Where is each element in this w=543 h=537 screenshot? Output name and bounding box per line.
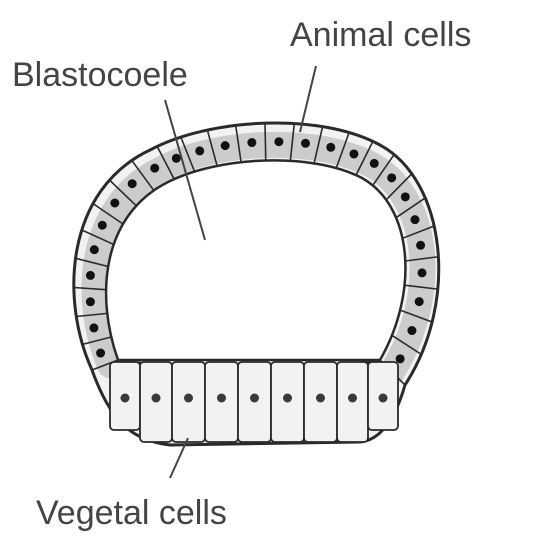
animal-cell-nucleus — [128, 179, 137, 188]
animal-cell-nucleus — [396, 354, 405, 363]
vegetal-cell-nucleus — [283, 394, 292, 403]
animal-cell-nucleus — [96, 349, 105, 358]
animal-cell-nucleus — [301, 139, 310, 148]
animal-cell-nucleus — [410, 215, 419, 224]
animal-cell-nucleus — [86, 271, 95, 280]
animal-cell-nucleus — [349, 149, 358, 158]
vegetal-cell-nucleus — [316, 394, 325, 403]
animal-cell-nucleus — [195, 146, 204, 155]
vegetal-cell-nucleus — [121, 394, 130, 403]
animal-cell-nucleus — [326, 143, 335, 152]
animal-cell-wall — [265, 123, 266, 160]
animal-cell-nucleus — [370, 159, 379, 168]
vegetal-cell-nucleus — [184, 394, 193, 403]
leader-animal-cells — [300, 66, 316, 132]
animal-cell-nucleus — [86, 297, 95, 306]
animal-cell-nucleus — [221, 141, 230, 150]
label-animal-cells: Animal cells — [290, 16, 471, 54]
vegetal-cell-nucleus — [250, 394, 259, 403]
animal-cell-nucleus — [89, 323, 98, 332]
animal-cell-nucleus — [415, 297, 424, 306]
animal-cell-nucleus — [407, 326, 416, 335]
label-blastocoele: Blastocoele — [12, 56, 188, 94]
animal-cell-nucleus — [172, 154, 181, 163]
animal-cell-nucleus — [90, 245, 99, 254]
animal-cell-nucleus — [150, 164, 159, 173]
embryo-body — [74, 123, 439, 445]
vegetal-cell-nucleus — [217, 394, 226, 403]
animal-cell-nucleus — [247, 138, 256, 147]
vegetal-cell-nucleus — [379, 394, 388, 403]
animal-cell-nucleus — [418, 268, 427, 277]
animal-cell-nucleus — [387, 173, 396, 182]
vegetal-cells-group — [110, 362, 398, 442]
animal-cell-nucleus — [98, 221, 107, 230]
animal-cell-nucleus — [110, 199, 119, 208]
vegetal-cell-nucleus — [348, 394, 357, 403]
animal-cell-nucleus — [274, 137, 283, 146]
animal-cell-nucleus — [401, 192, 410, 201]
vegetal-cell-nucleus — [152, 394, 161, 403]
animal-cell-nucleus — [416, 241, 425, 250]
label-vegetal-cells: Vegetal cells — [36, 494, 227, 532]
